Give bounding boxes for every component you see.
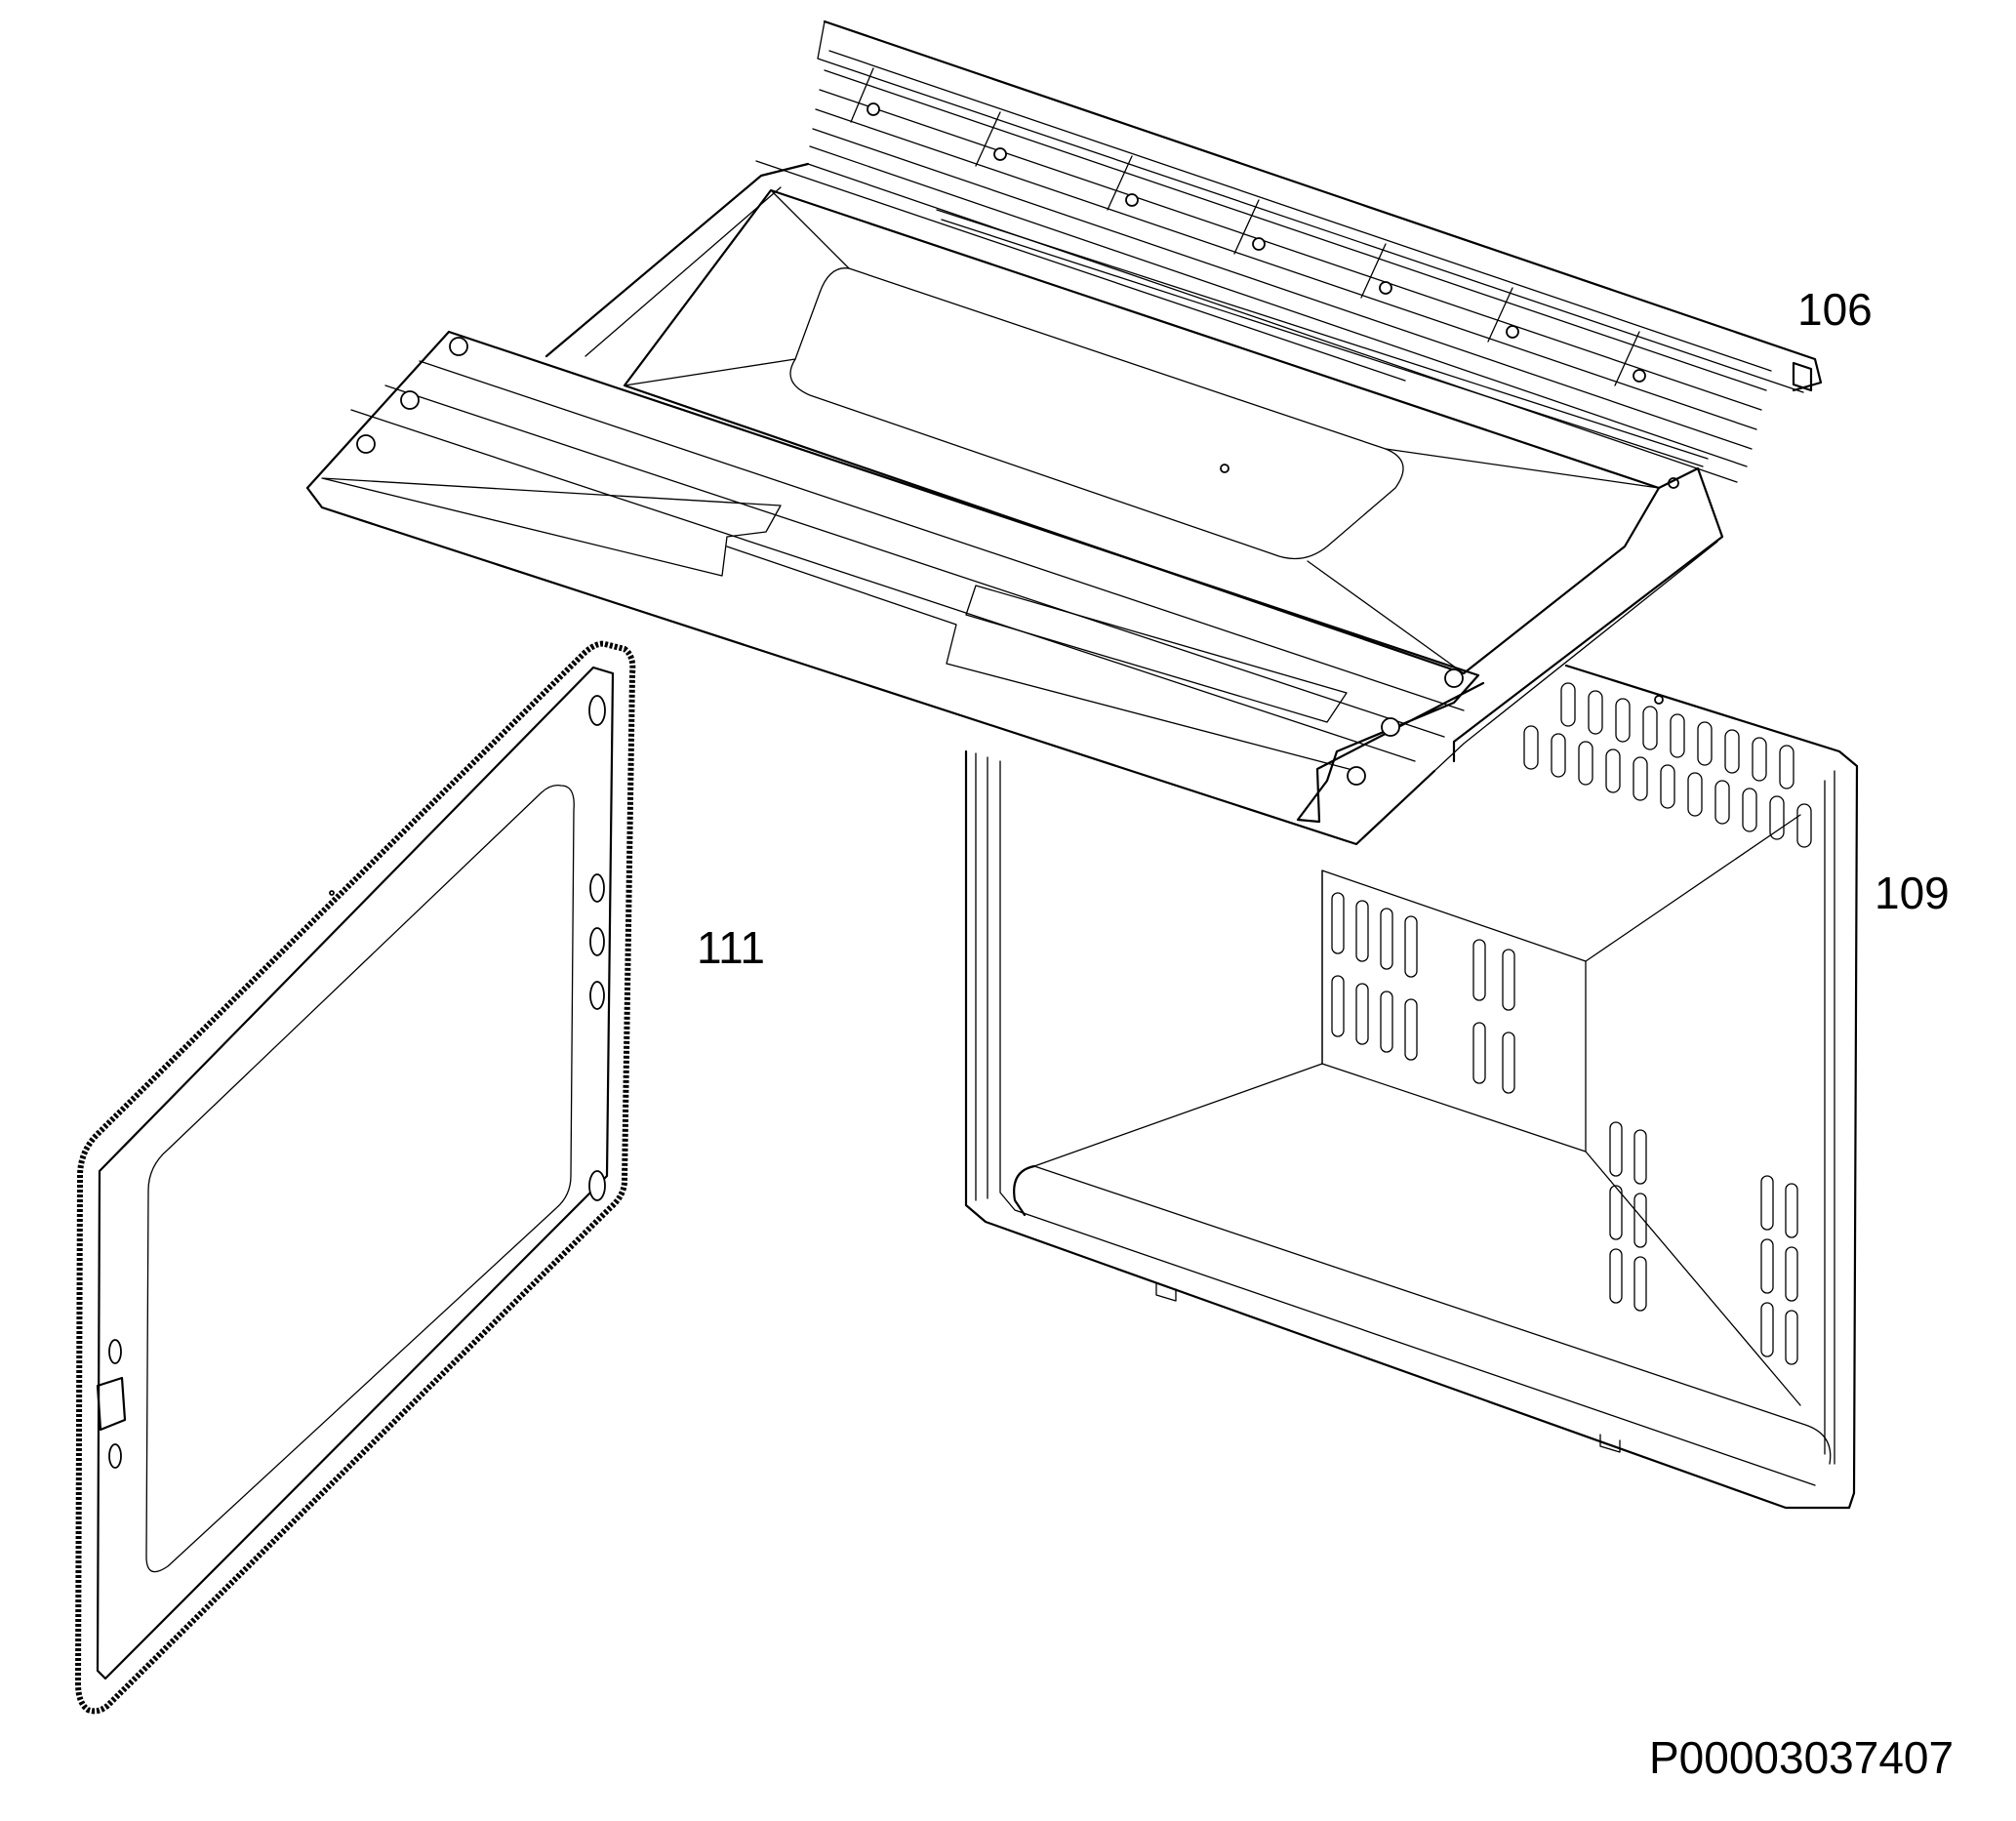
part-label-106: 106 — [1797, 284, 1873, 335]
part-label-109: 109 — [1875, 868, 1950, 918]
part-label-111: 111 — [697, 922, 765, 973]
part-106-top-panel — [305, 20, 1823, 846]
document-number: P00003037407 — [1649, 1732, 1955, 1783]
part-109-cavity-shell — [964, 664, 1859, 1510]
part-111-door-frame — [75, 640, 636, 1715]
